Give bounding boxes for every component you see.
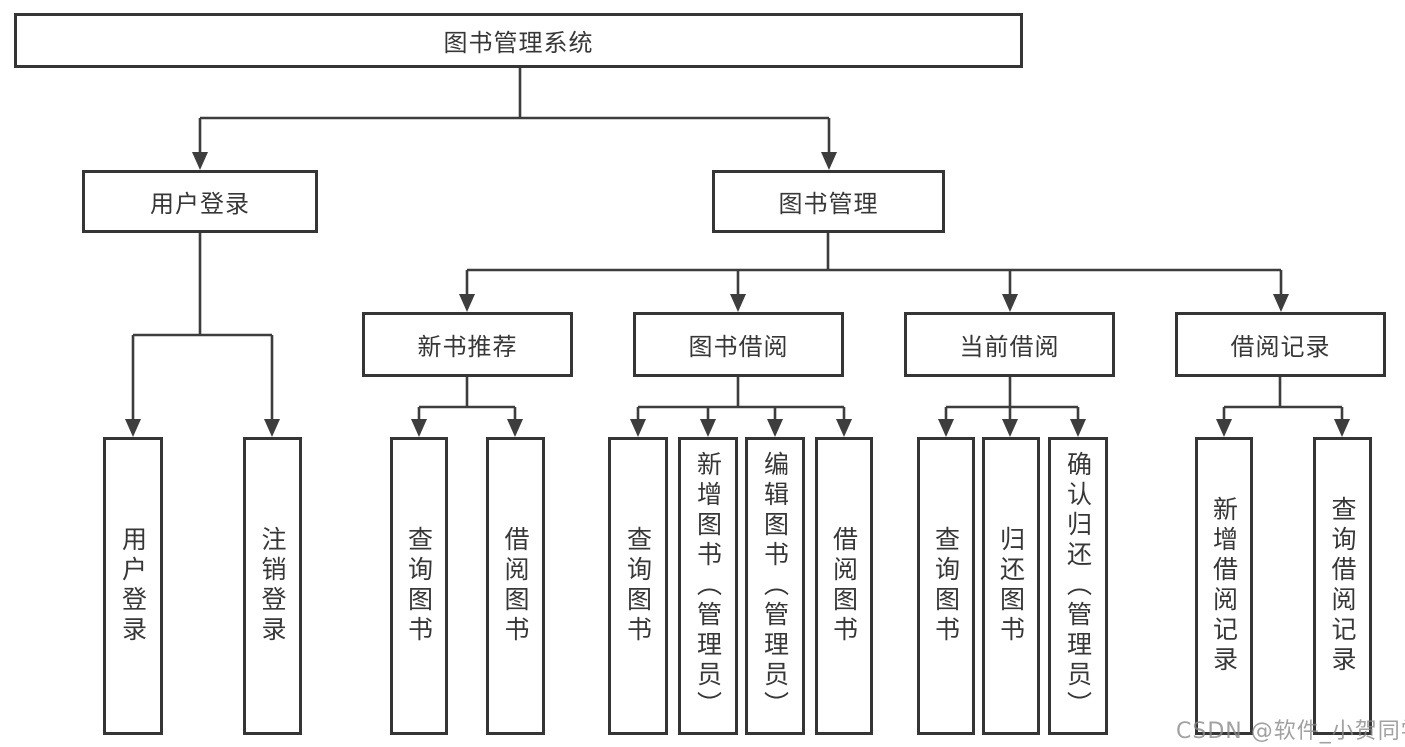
leaf-borrow-borrow-books-label: 借阅图书 <box>829 526 859 646</box>
leaf-current-return-books-label: 归还图书 <box>996 526 1026 646</box>
leaf-records-add-record: 新增借阅记录 <box>1195 437 1253 735</box>
connector-borrow-record-branch <box>1222 377 1344 422</box>
leaf-records-add-record-label: 新增借阅记录 <box>1209 496 1239 676</box>
connector-book-borrow-branch <box>636 377 846 422</box>
leaf-current-query-books-label: 查询图书 <box>931 526 961 646</box>
csdn-watermark: CSDN @软件_小贺同学 <box>1176 719 1405 744</box>
leaf-borrow-add-books-admin: 新增图书（管理员） <box>678 437 738 735</box>
leaf-newbook-borrow-books: 借阅图书 <box>486 437 545 735</box>
node-new-book-recommend: 新书推荐 <box>362 312 573 377</box>
connector-root-branch <box>198 68 831 155</box>
leaf-current-query-books: 查询图书 <box>917 437 975 735</box>
leaf-logout: 注销登录 <box>243 437 302 735</box>
node-borrow-records: 借阅记录 <box>1175 312 1386 377</box>
node-current-borrow: 当前借阅 <box>904 312 1115 377</box>
leaf-logout-label: 注销登录 <box>258 526 287 646</box>
leaf-borrow-edit-books-admin: 编辑图书（管理员） <box>745 437 805 735</box>
leaf-records-query-record: 查询借阅记录 <box>1313 437 1372 735</box>
connector-new-book-branch <box>417 377 517 422</box>
leaf-user-login: 用户登录 <box>103 437 163 735</box>
leaf-user-login-label: 用户登录 <box>118 526 148 646</box>
leaf-newbook-query-books: 查询图书 <box>390 437 448 735</box>
leaf-current-confirm-return-admin-label: 确认归还（管理员） <box>1063 451 1093 721</box>
leaf-records-query-record-label: 查询借阅记录 <box>1328 496 1357 676</box>
node-book-borrow: 图书借阅 <box>633 312 844 377</box>
leaf-borrow-query-books: 查询图书 <box>608 437 668 735</box>
connector-current-borrow-branch <box>944 377 1080 422</box>
node-user-login-branch: 用户登录 <box>82 170 318 233</box>
connector-book-management-branch <box>465 233 1283 297</box>
leaf-borrow-query-books-label: 查询图书 <box>623 526 653 646</box>
leaf-borrow-add-books-admin-label: 新增图书（管理员） <box>693 451 723 721</box>
leaf-current-return-books: 归还图书 <box>982 437 1040 735</box>
leaf-newbook-borrow-books-label: 借阅图书 <box>501 526 530 646</box>
node-library-system: 图书管理系统 <box>14 13 1023 68</box>
leaf-current-confirm-return-admin: 确认归还（管理员） <box>1048 437 1108 735</box>
leaf-borrow-edit-books-admin-label: 编辑图书（管理员） <box>760 451 790 721</box>
connector-user-login-branch <box>131 233 274 422</box>
leaf-borrow-borrow-books: 借阅图书 <box>815 437 873 735</box>
leaf-newbook-query-books-label: 查询图书 <box>404 526 434 646</box>
node-book-management-branch: 图书管理 <box>712 170 945 233</box>
